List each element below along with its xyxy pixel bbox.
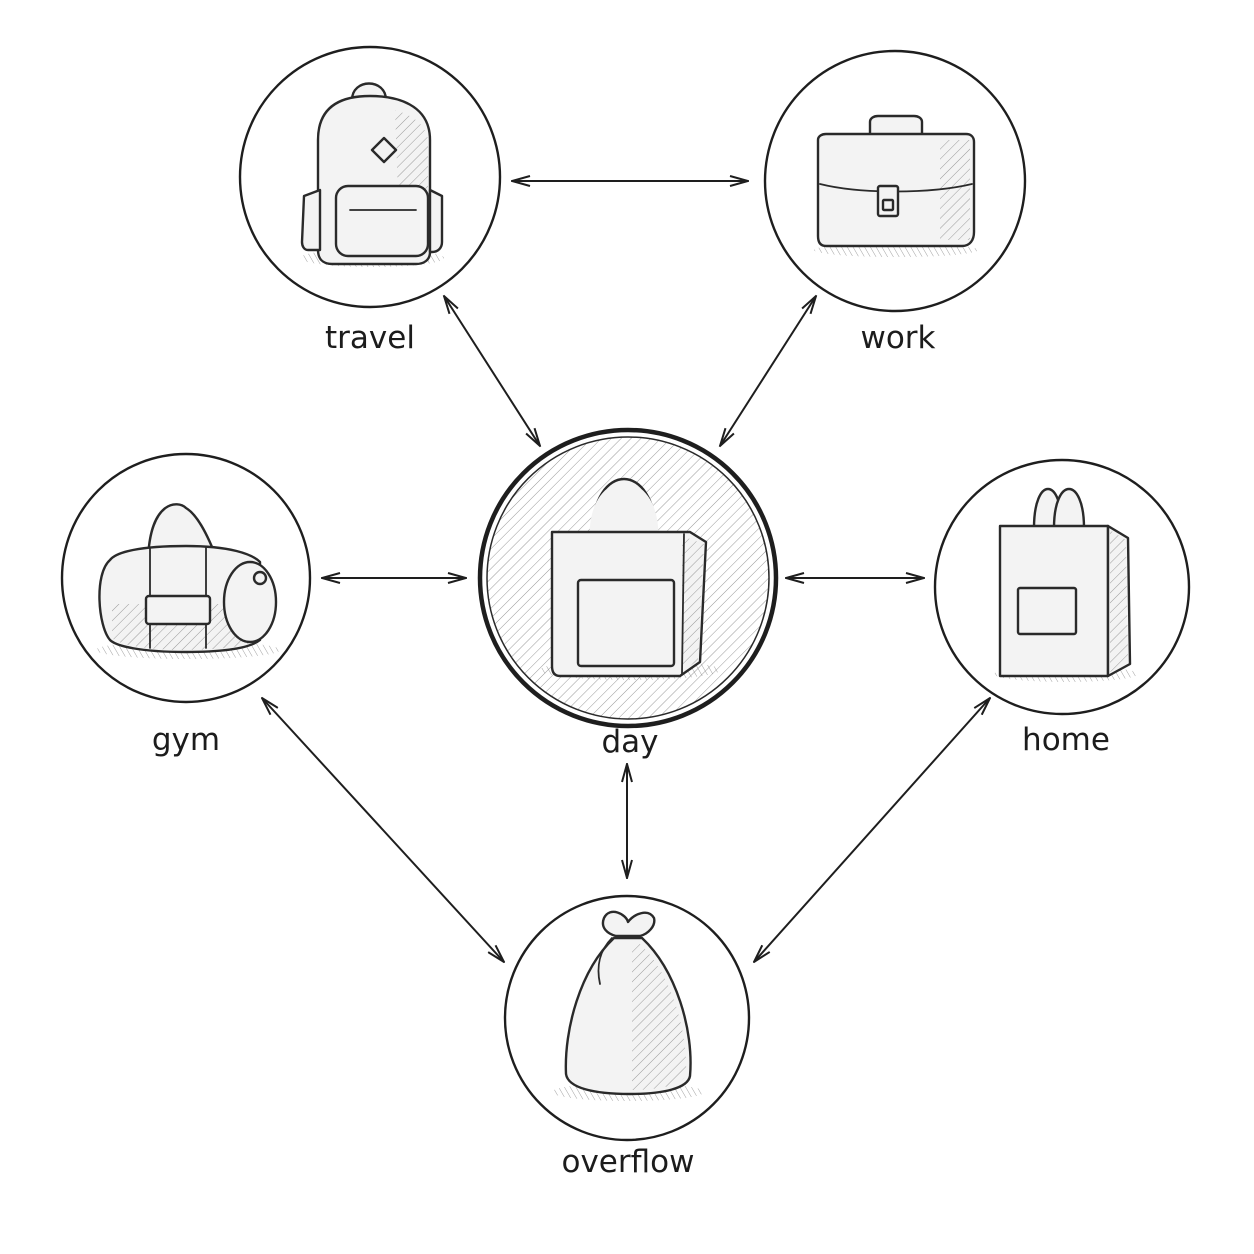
tote-bag-icon: [540, 478, 720, 680]
duffel-bag-icon: [96, 503, 280, 659]
node-travel: travel: [238, 45, 502, 356]
node-label-day: day: [601, 724, 658, 760]
edge-work-day: [720, 296, 816, 446]
node-gym: gym: [60, 452, 312, 758]
node-work: work: [763, 49, 1027, 356]
node-label-home: home: [1022, 722, 1110, 758]
node-label-travel: travel: [325, 320, 415, 356]
node-label-gym: gym: [152, 722, 220, 758]
edge-home-overflow: [754, 698, 990, 962]
edge-travel-day: [444, 296, 540, 446]
edge-gym-overflow: [262, 698, 504, 962]
shopping-bag-icon: [994, 487, 1138, 682]
edges: [262, 181, 990, 962]
node-label-work: work: [860, 320, 935, 356]
backpack-icon: [300, 82, 444, 267]
node-overflow: overflow: [503, 894, 751, 1180]
node-home: home: [933, 458, 1191, 758]
node-label-overflow: overflow: [562, 1144, 695, 1180]
briefcase-icon: [814, 114, 978, 257]
drawstring-sack-icon: [552, 910, 704, 1101]
node-day: day: [477, 427, 779, 760]
